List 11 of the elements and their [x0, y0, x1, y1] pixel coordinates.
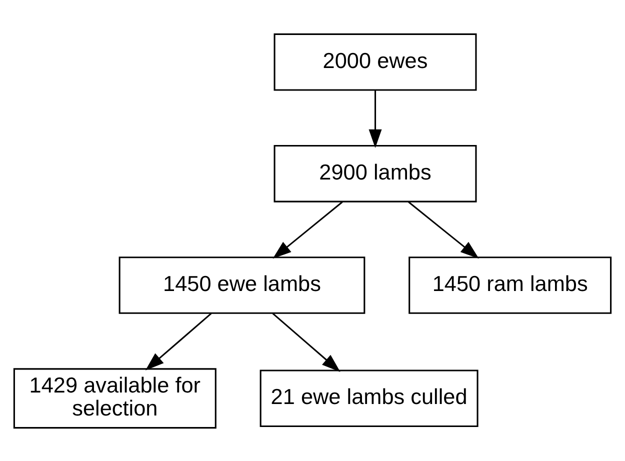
node-box: 2000 ewes — [274, 32, 477, 90]
node-box: 1450 ram lambs — [408, 256, 612, 314]
node-box: 2900 lambs — [274, 144, 477, 202]
node-box: 21 ewe lambs culled — [260, 369, 478, 427]
arrow — [145, 312, 212, 370]
node-box: 1429 available for selection — [13, 368, 216, 428]
arrow — [408, 200, 479, 258]
arrow — [272, 312, 340, 372]
arrow — [368, 90, 382, 148]
node-box: 1450 ewe lambs — [118, 256, 366, 314]
arrow — [272, 200, 343, 258]
